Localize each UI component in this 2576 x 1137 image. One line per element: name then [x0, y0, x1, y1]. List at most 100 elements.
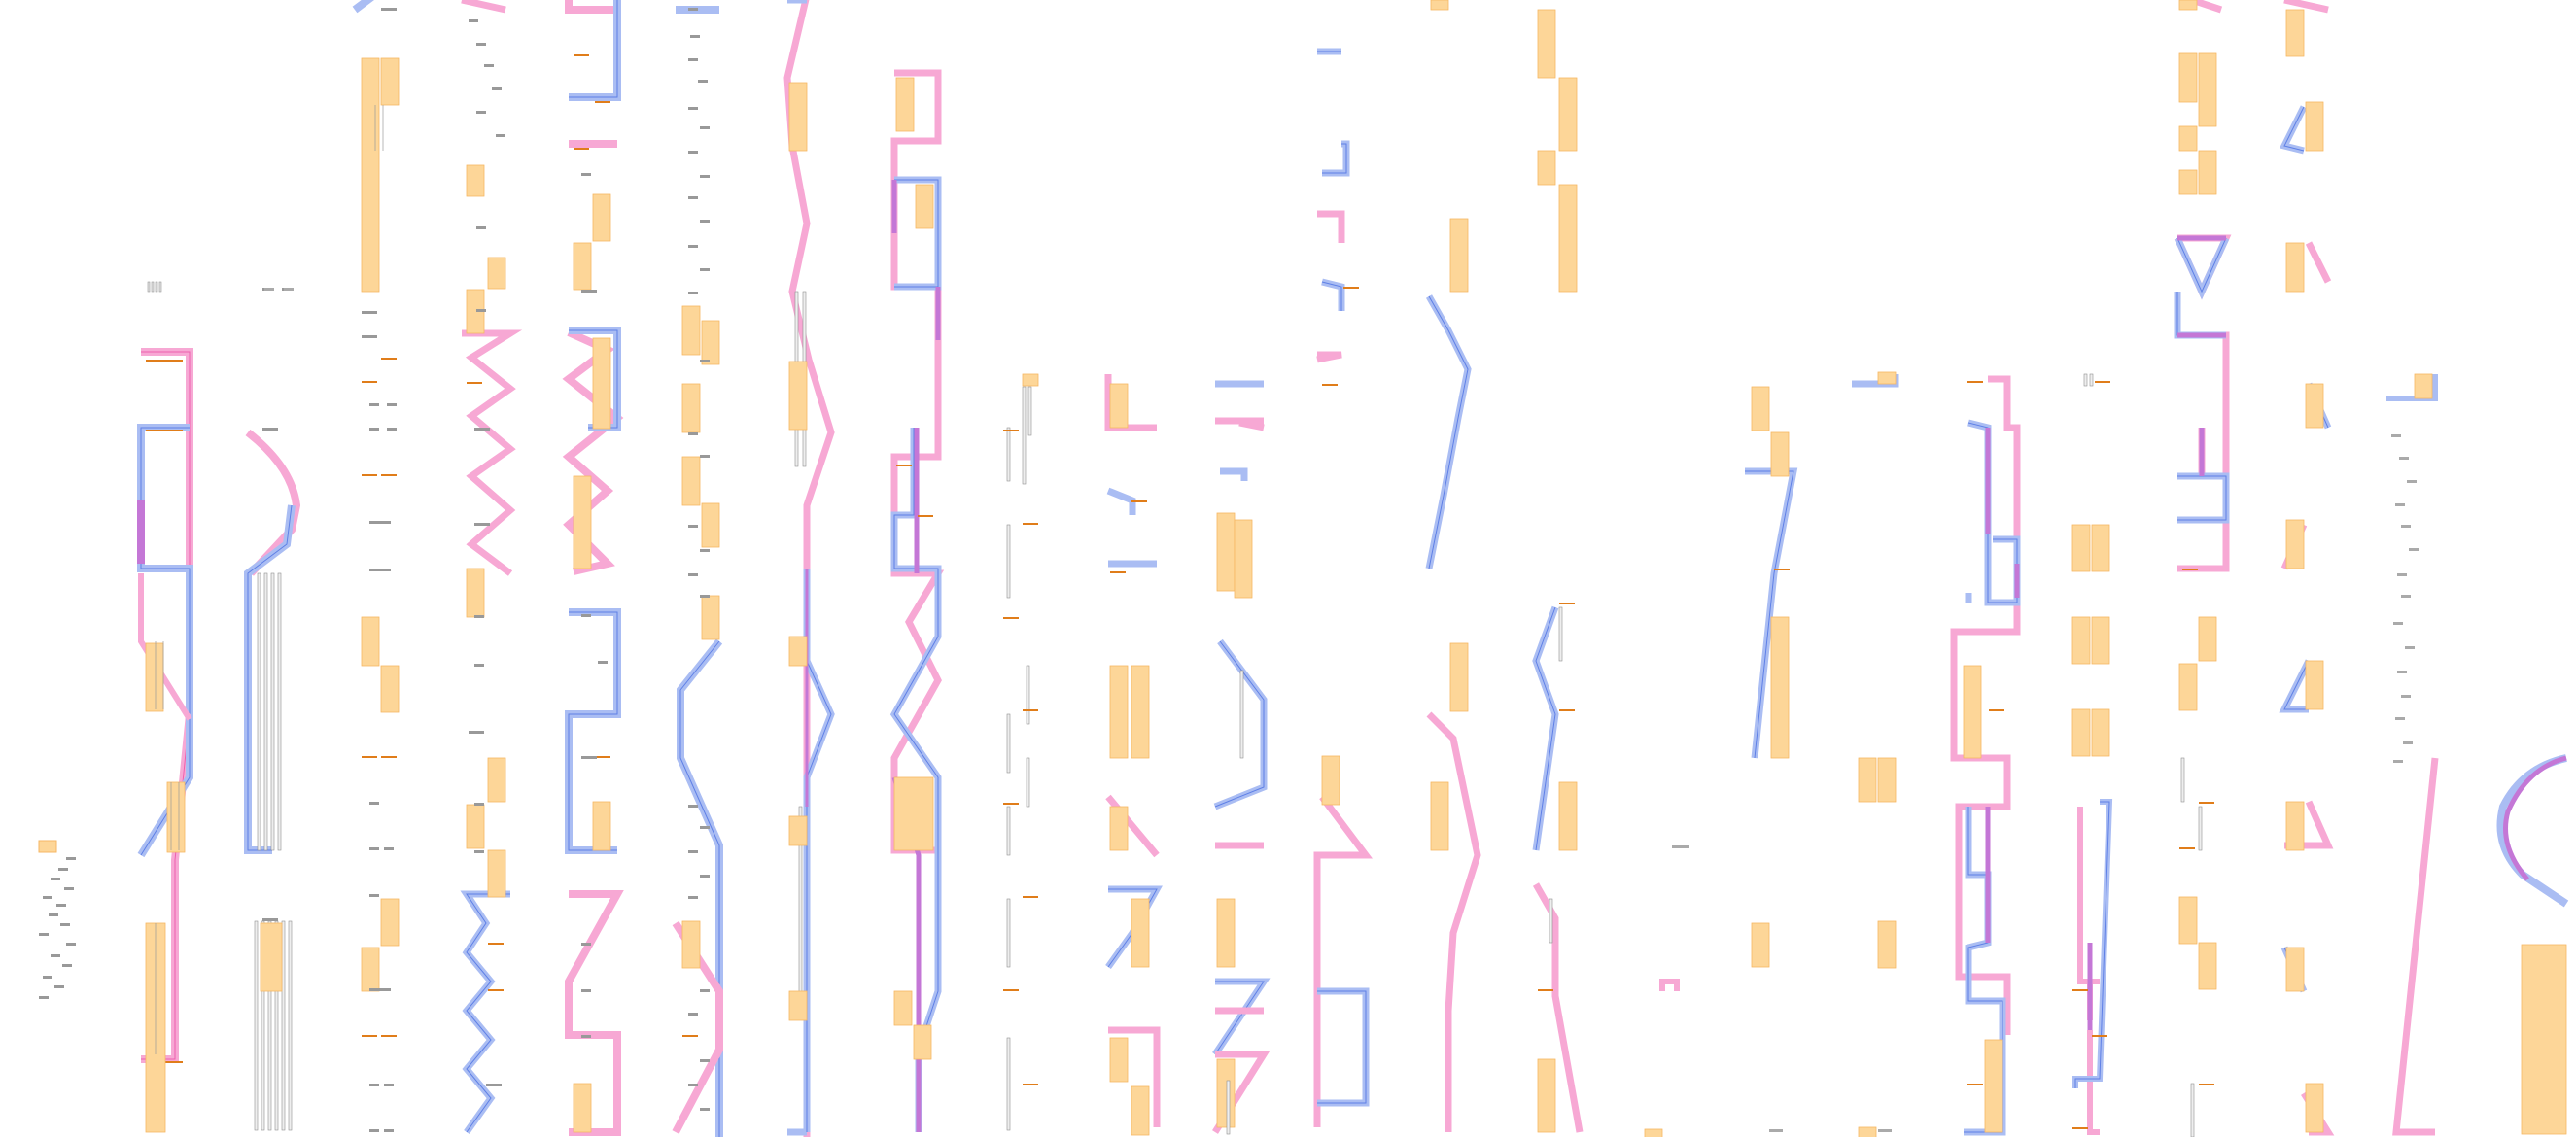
- column-track-18: [1852, 371, 1899, 1137]
- block-group-04: [361, 57, 400, 992]
- strand-reverse-05-edge: [466, 893, 510, 1133]
- label-stack-07: [688, 8, 710, 1111]
- strand-overlap-19: [1985, 428, 2020, 943]
- column-track-21: [2174, 0, 2232, 1137]
- strand-overlap-09: [891, 180, 941, 1132]
- gray-bar-group-12: [1226, 670, 1244, 1135]
- column-track-03: [244, 288, 301, 1131]
- column-track-23: [2386, 373, 2439, 1136]
- strand-reverse-12: [1212, 380, 1271, 1056]
- strand-forward-03: [245, 429, 301, 576]
- column-track-04: [352, 0, 400, 1132]
- column-track-13: [1313, 48, 1373, 1127]
- column-track-01: [38, 840, 76, 999]
- label-stack-05: [469, 19, 505, 1086]
- column-track-16: [1644, 979, 1680, 1137]
- block-group-22: [2285, 9, 2324, 1133]
- block-group-14: [1430, 0, 1469, 851]
- block-group-15: [1537, 9, 1578, 1133]
- tick-group-09: [896, 465, 933, 517]
- block-group-19: [1963, 665, 2003, 1133]
- block-group-05: [466, 164, 506, 898]
- strand-forward-05: [461, 0, 523, 576]
- block-group-17: [1751, 386, 1790, 968]
- block-group-06: [573, 193, 611, 1133]
- tick-group-11: [1110, 500, 1147, 573]
- strand-reverse-08-edge: [806, 568, 832, 1132]
- block-group-13: [1321, 755, 1340, 806]
- strand-forward-15: [1532, 882, 1584, 1133]
- strand-forward-16: [1659, 979, 1680, 991]
- scattered-small-labels: [264, 288, 2419, 1132]
- block-group-12: [1216, 512, 1253, 1128]
- strand-reverse-13-edge: [1317, 51, 1367, 1104]
- gray-bar-group-15: [1549, 606, 1563, 944]
- label-stack-06: [581, 173, 608, 1038]
- tick-group-06: [574, 54, 610, 758]
- strand-reverse-20-edge: [2074, 801, 2110, 1088]
- gray-bar-group-21: [2180, 757, 2203, 1137]
- tick-group-10: [1003, 430, 1038, 1085]
- strand-reverse-09-edge: [893, 179, 939, 1132]
- gray-bar-group-02: [155, 641, 180, 1054]
- column-track-10: [1003, 373, 1039, 1131]
- block-group-20: [2071, 524, 2110, 757]
- tick-group-21: [2179, 568, 2214, 1085]
- tick-group-19: [1967, 381, 2004, 1085]
- block-01-a: [38, 840, 57, 853]
- column-track-08: [783, 0, 835, 1137]
- block-03-a: [260, 922, 283, 992]
- column-track-14: [1425, 0, 1481, 1132]
- strand-forward-23: [2392, 757, 2439, 1136]
- strand-reverse-15: [1532, 605, 1559, 851]
- column-track-09: [889, 69, 945, 1132]
- strand-forward-14: [1426, 711, 1481, 1132]
- block-group-21: [2178, 0, 2217, 990]
- tick-group-13: [1322, 287, 1359, 386]
- gray-bar-group-04: [374, 105, 384, 151]
- gray-bar-group-10: [1006, 386, 1032, 1131]
- block-23-a: [2414, 373, 2433, 399]
- block-16-a: [1644, 1128, 1663, 1137]
- strand-reverse-07-edge: [679, 640, 720, 1137]
- column-track-20: [2071, 373, 2113, 1135]
- column-track-22: [2279, 0, 2335, 1136]
- strand-forward-12: [1212, 417, 1271, 1134]
- strand-reverse-17-edge: [1745, 470, 1794, 759]
- block-group-11: [1109, 383, 1150, 1136]
- gray-bar-group-03: [254, 572, 293, 1131]
- strand-reverse-04-top: [352, 0, 374, 14]
- label-stack-04: [362, 8, 397, 1132]
- block-group-08: [788, 82, 808, 1021]
- gray-bar-group-02-top: [147, 281, 162, 293]
- column-track-11: [1104, 374, 1163, 1136]
- strand-reverse-13: [1317, 48, 1370, 1107]
- column-track-17: [1745, 386, 1798, 968]
- column-track-02: [137, 281, 193, 1133]
- block-10-a: [1022, 373, 1039, 387]
- strand-forward-06b: [565, 890, 624, 1136]
- strand-forward-24: [2503, 755, 2567, 881]
- tick-group-05: [467, 382, 504, 991]
- column-track-12: [1212, 380, 1271, 1135]
- column-track-19: [1950, 375, 2021, 1136]
- tick-group-04: [362, 358, 397, 1037]
- tick-group-15: [1538, 603, 1575, 991]
- block-group-09: [893, 77, 934, 1060]
- column-track-05: [460, 0, 523, 1135]
- strand-reverse-14-edge: [1428, 295, 1469, 569]
- strand-reverse-23: [2386, 374, 2438, 401]
- block-group-07: [681, 305, 720, 969]
- strand-reverse-21: [2174, 236, 2230, 524]
- tick-group-20: [2072, 381, 2110, 1129]
- tick-group-07: [682, 1035, 698, 1037]
- block-group-18: [1858, 371, 1897, 1137]
- column-track-15: [1532, 9, 1584, 1133]
- strand-forward-19: [1950, 375, 2021, 1035]
- tick-group-17: [1774, 568, 1790, 570]
- strand-forward-02b: [138, 573, 192, 721]
- strand-reverse-05: [460, 890, 510, 1135]
- strand-reverse-03-edge: [247, 504, 293, 851]
